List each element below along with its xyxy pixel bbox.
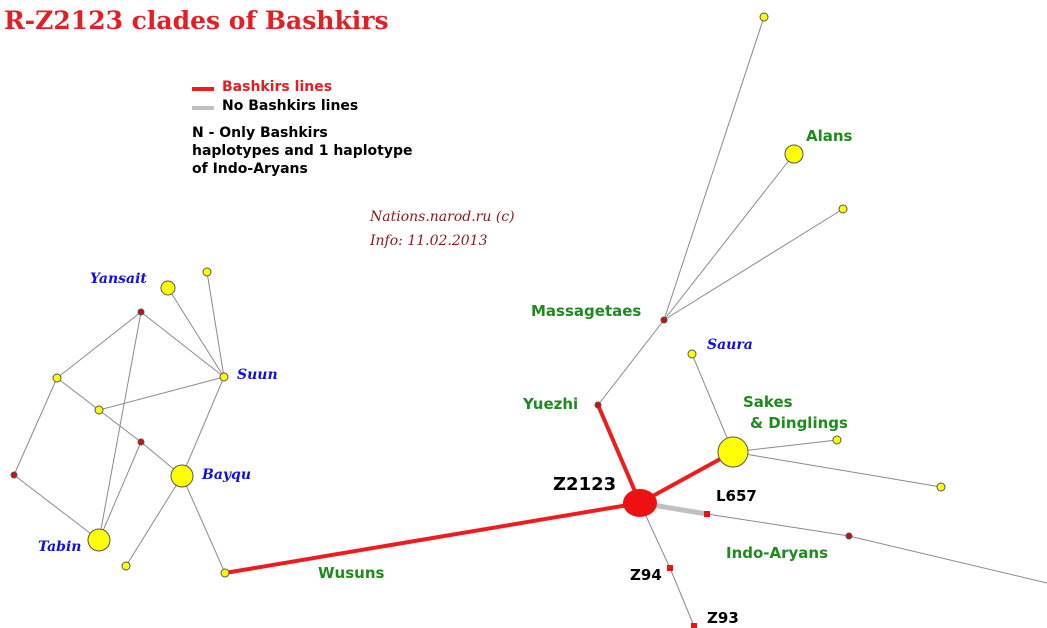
node-yuezhi [594,401,602,409]
legend-no-bashkirs-label: No Bashkirs lines [222,98,359,114]
node-tabin [87,528,111,552]
edge-yuezhi-mass [597,319,665,406]
edge-sakes-sk2 [732,451,942,488]
node-red1 [137,308,145,316]
node-suun [219,372,229,382]
node-z93 [691,623,697,628]
label-massagetaes: Massagetaes [531,302,642,320]
node-mass [660,316,668,324]
node-ia [845,532,853,540]
label-wusuns: Wusuns [318,564,385,582]
edge-mass-top [663,16,765,321]
edge-red3-tabin [13,474,100,541]
edge-red1-suun [140,311,225,378]
node-red3 [10,471,18,479]
edge-bayqu-suun [181,376,225,477]
edge-tiny1-suun [206,271,225,378]
legend-no-bashkirs-swatch [192,106,214,110]
credit-info: Info: 11.02.2013 [370,233,488,249]
node-sakes [717,436,749,468]
node-low1 [121,561,131,571]
label-yansait: Yansait [90,271,147,287]
node-sk1 [832,435,842,445]
label-bayqu: Bayqu [202,467,252,483]
edge-l1-red3 [13,377,58,476]
edge-bashkirs-yuezhi-z2123 [596,404,642,504]
nodes-layer [10,12,946,628]
node-l657 [704,511,710,517]
edge-red1-l1 [56,311,142,379]
edge-bayqu-wus [181,475,226,574]
node-mid [94,405,104,415]
edge-sakes-saura [691,353,734,453]
edge-l1-mid [56,377,100,411]
label-yuezhi: Yuezhi [523,395,579,413]
node-top [759,12,769,22]
edge-bashkirs-wus-z2123 [224,501,641,575]
label-l657: L657 [716,487,757,505]
label-sakes: Sakes [743,393,793,411]
node-saura [687,349,697,359]
node-wus [220,568,230,578]
legend-note-line1: N - Only Bashkirs [192,125,328,141]
legend-note-line2: haplotypes and 1 haplotype [192,143,413,159]
edge-mid-red2 [98,409,142,443]
node-red2 [137,438,145,446]
edge-mid-suun [98,376,225,411]
label-dinglings: & Dinglings [750,414,848,432]
node-z2123 [623,489,657,517]
label-saura: Saura [707,337,753,353]
node-alans [784,144,804,164]
node-l1 [52,373,62,383]
node-bayqu [170,464,194,488]
node-tiny1 [202,267,212,277]
legend-note: N - Only Bashkirs haplotypes and 1 haplo… [192,124,413,178]
label-suun: Suun [237,367,278,383]
edge-mass-alans2 [663,208,844,321]
label-indo-aryans: Indo-Aryans [726,544,829,562]
edge-yansait-suun [167,287,225,378]
label-tabin: Tabin [38,539,82,555]
edge-bayqu-low1 [125,475,183,567]
edge-bashkirs-sakes-z2123 [639,450,734,505]
edge-mass-alans [663,153,795,321]
edge-l657-ia [706,513,850,537]
label-z94: Z94 [630,566,662,584]
credit-source: Nations.narod.ru (c) [370,209,515,225]
page-title: R-Z2123 clades of Bashkirs [4,6,389,35]
label-z93: Z93 [707,609,739,627]
edges-layer [13,16,1047,627]
node-z94 [667,565,673,571]
label-alans: Alans [806,127,853,145]
edge-red2-tabin [98,441,142,541]
node-alans2 [838,204,848,214]
edge-sakes-sk1 [732,439,838,453]
legend-bashkirs-swatch [192,87,214,91]
label-z2123: Z2123 [553,474,617,495]
node-yansait [160,280,176,296]
legend-note-line3: of Indo-Aryans [192,161,308,177]
node-sk2 [936,482,946,492]
edge-ia-iaEnd [848,535,1047,584]
edge-z94-z93 [669,567,695,627]
legend-bashkirs-label: Bashkirs lines [222,79,333,95]
